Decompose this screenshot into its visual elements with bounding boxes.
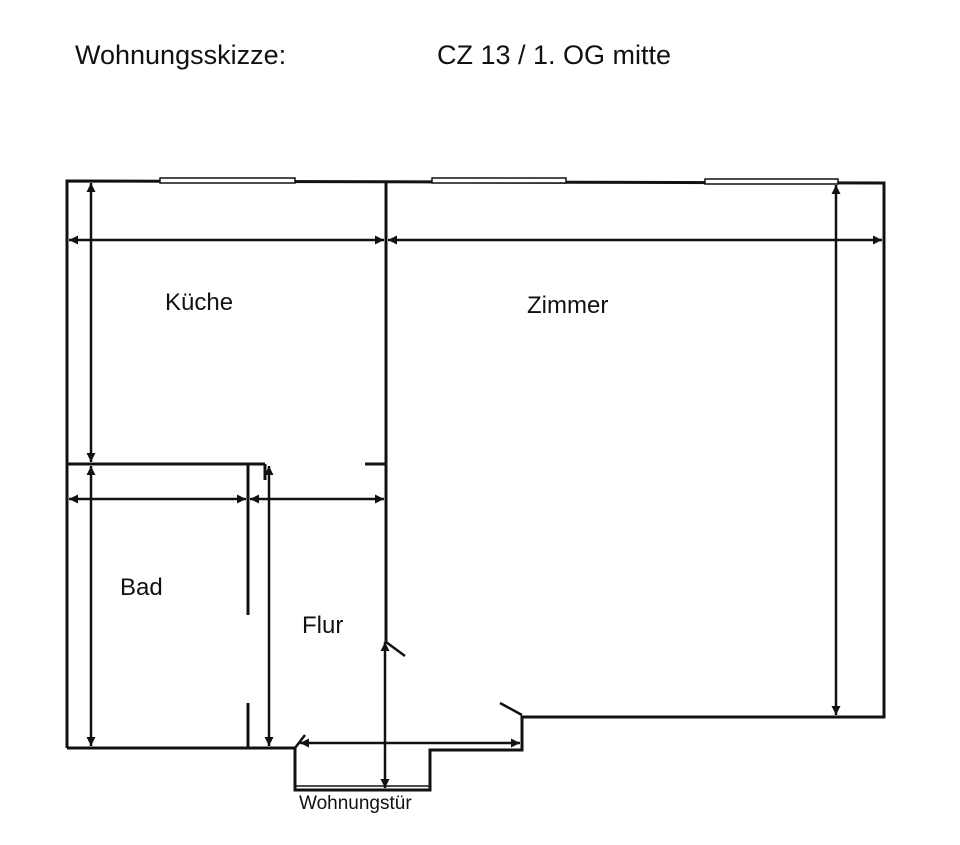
apartment-id: CZ 13 / 1. OG mitte [437,40,672,70]
window-living-2 [704,178,839,185]
windows [159,177,839,185]
room-label-hall: Flur [302,612,344,639]
walls [65,179,886,792]
sketch-title: Wohnungsskizze: [75,40,287,70]
room-label-kitchen: Küche [165,289,234,316]
doors [294,640,523,749]
outer-wall [65,179,886,792]
door-living-2 [499,701,523,717]
window-living-1 [431,177,567,184]
door-entrance [294,734,306,749]
entrance-label: Wohnungstür [299,793,412,814]
dimension-lines [69,183,882,788]
room-label-bath: Bad [120,574,163,601]
room-label-living: Zimmer [527,292,609,319]
door-living [385,640,406,658]
window-kitchen [159,177,296,184]
